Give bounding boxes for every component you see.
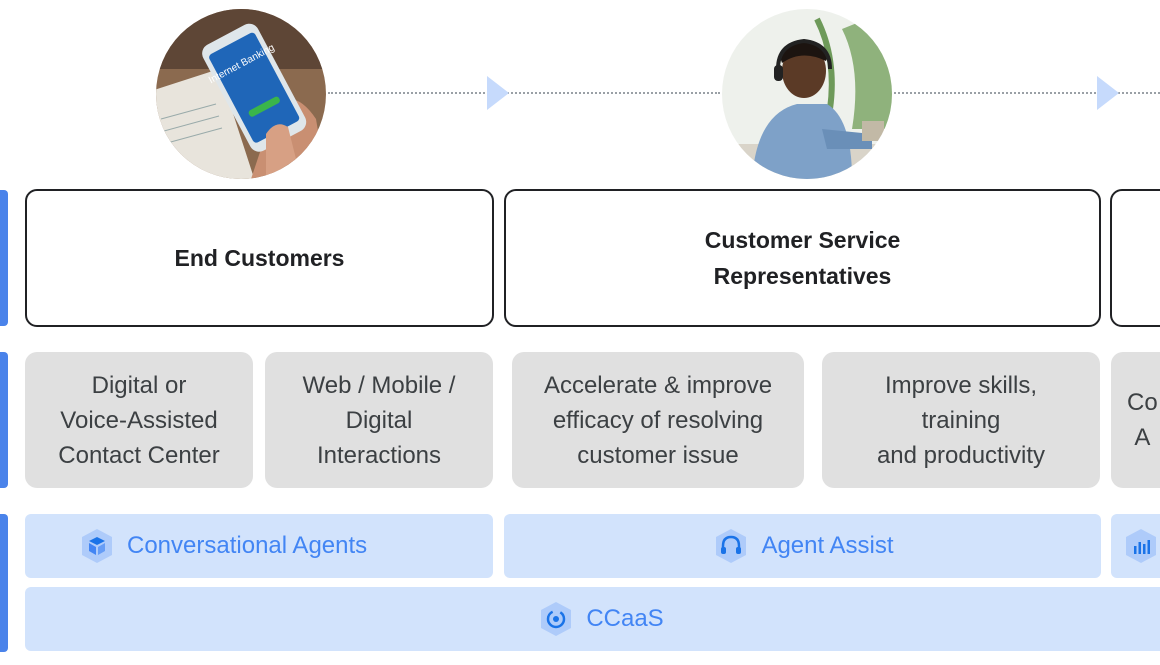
product-label: Conversational Agents	[127, 532, 368, 559]
persona-customer-service-representatives: Customer Service Representatives	[504, 189, 1101, 327]
need-label: Improve skills, training and productivit…	[876, 371, 1046, 469]
needs-row-accent	[0, 352, 8, 488]
product-third-clipped[interactable]	[1111, 514, 1160, 578]
conversational-agents-icon	[82, 529, 112, 563]
product-agent-assist[interactable]: Agent Assist	[504, 514, 1101, 578]
persona-end-customers: End Customers	[25, 189, 494, 327]
products-row-accent	[0, 514, 8, 652]
persona-row-accent	[0, 190, 8, 326]
insights-icon	[1126, 529, 1156, 563]
need-label: Accelerate & improve efficacy of resolvi…	[543, 371, 773, 469]
persona-label: Customer Service Representatives	[704, 227, 901, 289]
internet-banking-phone-photo: Internet Banking	[156, 9, 326, 179]
product-ccaas[interactable]: CCaaS	[25, 587, 1160, 651]
product-conversational-agents[interactable]: Conversational Agents	[25, 514, 493, 578]
need-web-mobile-digital-interactions: Web / Mobile / Digital Interactions	[265, 352, 493, 488]
flow-arrow-1-icon	[487, 76, 509, 110]
need-improve-skills-training: Improve skills, training and productivit…	[822, 352, 1100, 488]
product-label: Agent Assist	[761, 532, 894, 559]
flow-connector-1	[328, 92, 720, 94]
customer-service-agent-photo	[722, 9, 892, 179]
need-label: Digital or Voice-Assisted Contact Center	[58, 371, 220, 469]
product-label: CCaaS	[586, 605, 664, 632]
headset-icon	[716, 529, 747, 563]
need-accelerate-resolving-issue: Accelerate & improve efficacy of resolvi…	[512, 352, 804, 488]
flow-arrow-2-icon	[1097, 76, 1119, 110]
need-third-clipped: Co A	[1111, 352, 1160, 488]
flow-connector-2	[894, 92, 1160, 94]
need-label: Co A	[1127, 389, 1158, 451]
persona-label: End Customers	[174, 245, 345, 271]
need-digital-voice-contact-center: Digital or Voice-Assisted Contact Center	[25, 352, 253, 488]
persona-third-clipped	[1110, 189, 1160, 327]
ccaas-icon	[541, 602, 572, 636]
need-label: Web / Mobile / Digital Interactions	[302, 371, 456, 469]
